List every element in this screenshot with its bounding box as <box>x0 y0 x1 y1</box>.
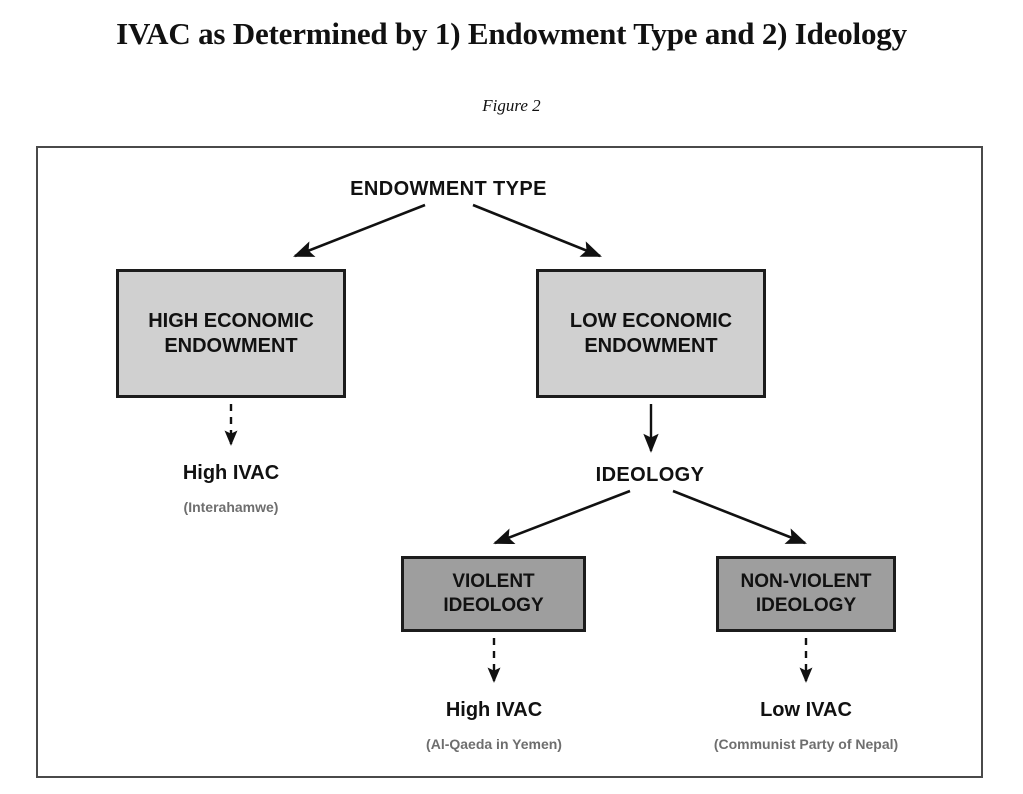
outcome-example-interahamwe: (Interahamwe) <box>183 499 279 515</box>
box-violent-ideology-line1: VIOLENT <box>452 571 535 593</box>
outcome-label-high-ivac-interahamwe: High IVAC <box>182 462 280 484</box>
box-violent-ideology[interactable]: VIOLENT IDEOLOGY <box>401 556 586 632</box>
box-nonviolent-ideology[interactable]: NON-VIOLENT IDEOLOGY <box>716 556 896 632</box>
box-high-economic-line1: HIGH ECONOMIC <box>148 309 314 332</box>
page-title: IVAC as Determined by 1) Endowment Type … <box>116 16 907 51</box>
outcome-violent-ideology: High IVAC (Al-Qaeda in Yemen) <box>344 699 644 752</box>
outcome-high-economic-endowment: High IVAC (Interahamwe) <box>81 462 381 515</box>
box-violent-ideology-line2: IDEOLOGY <box>443 595 544 616</box>
outcome-example-communist-party-nepal: (Communist Party of Nepal) <box>713 736 899 752</box>
box-low-economic-endowment[interactable]: LOW ECONOMIC ENDOWMENT <box>536 269 766 398</box>
outcome-example-alqaeda-yemen: (Al-Qaeda in Yemen) <box>426 736 562 752</box>
box-nonviolent-ideology-line1: NON-VIOLENT <box>740 571 872 593</box>
box-low-economic-line1: LOW ECONOMIC <box>569 309 733 332</box>
outcome-label-high-ivac-alqaeda: High IVAC <box>445 699 543 721</box>
box-high-economic-endowment[interactable]: HIGH ECONOMIC ENDOWMENT <box>116 269 346 398</box>
box-nonviolent-ideology-line2: IDEOLOGY <box>755 595 857 616</box>
box-low-economic-line2: ENDOWMENT <box>584 334 718 357</box>
outcome-nonviolent-ideology: Low IVAC (Communist Party of Nepal) <box>656 699 956 752</box>
outcome-label-low-ivac-nepal: Low IVAC <box>760 699 852 721</box>
node-ideology: IDEOLOGY <box>595 464 705 486</box>
figure-caption: Figure 2 <box>482 96 541 115</box>
node-endowment-type: ENDOWMENT TYPE <box>350 178 547 200</box>
box-high-economic-line2: ENDOWMENT <box>164 334 298 357</box>
